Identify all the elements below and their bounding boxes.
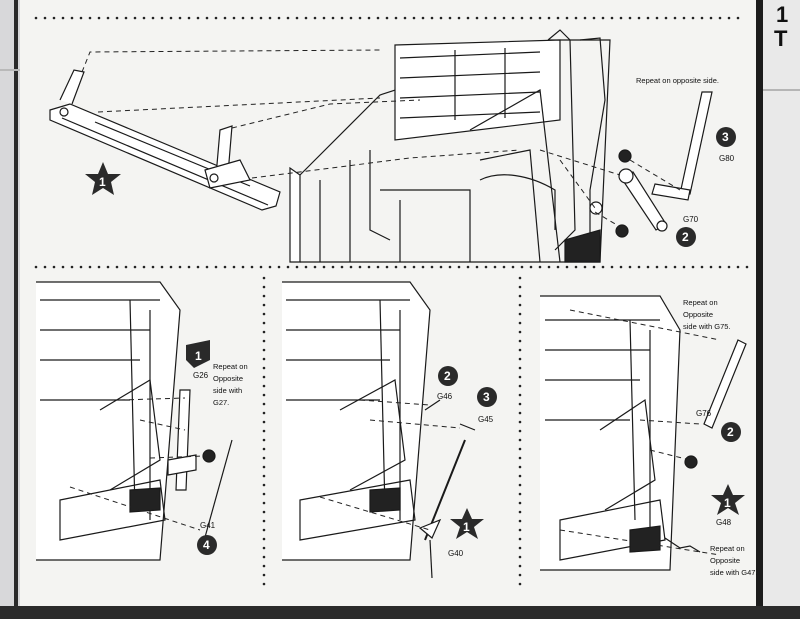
left-badge-4: 4 [197, 535, 217, 555]
svg-text:4: 4 [203, 538, 210, 552]
mid-panel-drawing [282, 281, 476, 579]
mid-panel-guide-lines [319, 399, 461, 531]
right-panel-guide-lines [559, 309, 721, 556]
left-border [14, 0, 18, 619]
svg-text:3: 3 [483, 390, 490, 404]
label-g41: G41 [200, 521, 216, 530]
svg-text:G27.: G27. [213, 398, 229, 407]
svg-text:1: 1 [99, 175, 106, 189]
svg-text:Opposite: Opposite [213, 374, 243, 383]
label-g26: G26 [193, 371, 209, 380]
page-gutter [756, 0, 763, 619]
next-page [760, 0, 800, 619]
right-badge-1: 1 [711, 484, 745, 515]
top-badge-3: 3 [716, 127, 736, 147]
top-panel-guide-lines [81, 49, 681, 229]
dotted-separators [34, 16, 750, 590]
top-panel-drawing [49, 29, 713, 263]
header-step-fragment-2: T [774, 26, 788, 51]
left-panel-guide-lines [69, 397, 206, 531]
label-g48: G48 [716, 518, 732, 527]
mid-badge-2: 2 [438, 366, 458, 386]
left-panel-drawing [36, 281, 233, 561]
top-repeat-note: Repeat on opposite side. [636, 76, 719, 85]
label-g70: G70 [683, 215, 699, 224]
svg-text:Repeat on: Repeat on [710, 544, 745, 553]
svg-text:2: 2 [444, 369, 451, 383]
top-badge-1: 1 [85, 162, 121, 195]
left-repeat-note: Repeat on Opposite side with G27. [213, 362, 248, 407]
svg-text:side with G47.: side with G47. [710, 568, 758, 577]
label-g40: G40 [448, 549, 464, 558]
mid-badge-3: 3 [477, 387, 497, 407]
label-g76: G76 [696, 409, 712, 418]
svg-text:side with: side with [213, 386, 242, 395]
right-badge-2: 2 [721, 422, 741, 442]
right-repeat-note-top: Repeat on Opposite side with G75. [683, 298, 731, 331]
header-step-fragment: 1 [776, 2, 788, 27]
svg-text:3: 3 [722, 130, 729, 144]
mid-badge-1: 1 [450, 508, 484, 539]
label-g46: G46 [437, 392, 453, 401]
label-g45: G45 [478, 415, 494, 424]
svg-text:Repeat on: Repeat on [683, 298, 718, 307]
svg-text:1: 1 [463, 520, 470, 534]
bottom-border [0, 606, 800, 619]
svg-text:Opposite: Opposite [710, 556, 740, 565]
svg-text:Repeat on: Repeat on [213, 362, 248, 371]
top-badge-2: 2 [676, 227, 696, 247]
svg-text:side with G75.: side with G75. [683, 322, 731, 331]
left-badge-1: 1 [186, 340, 210, 368]
svg-text:2: 2 [682, 230, 689, 244]
svg-text:2: 2 [727, 425, 734, 439]
right-panel-drawing [540, 295, 747, 571]
svg-text:1: 1 [724, 496, 731, 510]
svg-text:1: 1 [195, 349, 202, 363]
label-g80: G80 [719, 154, 735, 163]
svg-text:Opposite: Opposite [683, 310, 713, 319]
right-repeat-note-bottom: Repeat on Opposite side with G47. [710, 544, 758, 577]
